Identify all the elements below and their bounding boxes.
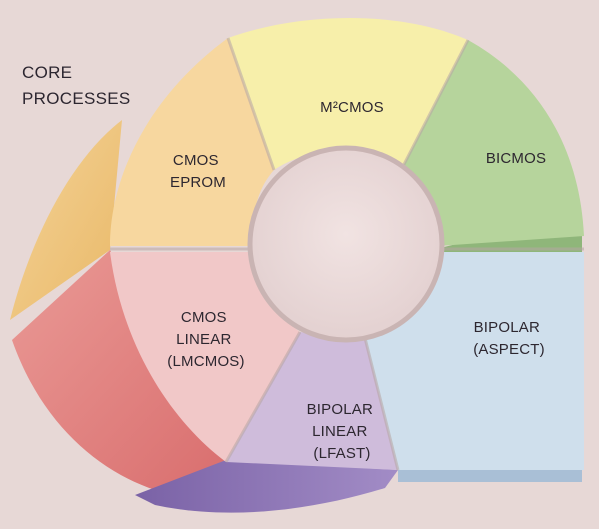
segment-m2cmos <box>228 18 468 176</box>
label-bipolar-linear: BIPOLAR LINEAR (LFAST) <box>307 401 378 462</box>
label-bipolar-linear-line-2: LINEAR <box>312 423 367 440</box>
side-blue <box>398 470 582 482</box>
label-cmos-eprom-line-2: EPROM <box>170 174 226 191</box>
center-hub <box>247 145 445 343</box>
label-bicmos-line-1: BICMOS <box>486 150 546 167</box>
label-cmos-eprom-line-1: CMOS <box>173 152 219 169</box>
label-cmos-linear: CMOS LINEAR (LMCMOS) <box>167 309 244 370</box>
label-bicmos: BICMOS <box>486 150 546 167</box>
label-bipolar-linear-line-3: (LFAST) <box>313 445 370 462</box>
title-line-1: CORE <box>22 63 72 82</box>
label-m2cmos-line-1: M²CMOS <box>320 99 384 116</box>
segment-bicmos <box>398 40 584 246</box>
side-purple <box>135 460 398 513</box>
label-cmos-linear-line-3: (LMCMOS) <box>167 353 244 370</box>
label-bipolar-aspect: BIPOLAR (ASPECT) <box>473 319 545 358</box>
title-line-2: PROCESSES <box>22 89 131 108</box>
label-bipolar-aspect-line-1: BIPOLAR <box>474 319 540 336</box>
segment-cmos-eprom <box>110 38 274 246</box>
label-cmos-eprom: CMOS EPROM <box>170 152 226 191</box>
label-bipolar-linear-line-1: BIPOLAR <box>307 401 373 418</box>
label-cmos-linear-line-2: LINEAR <box>176 331 231 348</box>
side-orange <box>10 120 122 320</box>
segment-bipolar-linear <box>226 318 398 470</box>
segment-cmos-linear <box>110 252 300 462</box>
label-m2cmos: M²CMOS <box>320 99 384 116</box>
label-cmos-linear-line-1: CMOS <box>181 309 227 326</box>
label-bipolar-aspect-line-2: (ASPECT) <box>473 341 545 358</box>
separators <box>110 37 584 471</box>
side-red <box>12 250 226 490</box>
title: CORE PROCESSES <box>22 63 131 108</box>
